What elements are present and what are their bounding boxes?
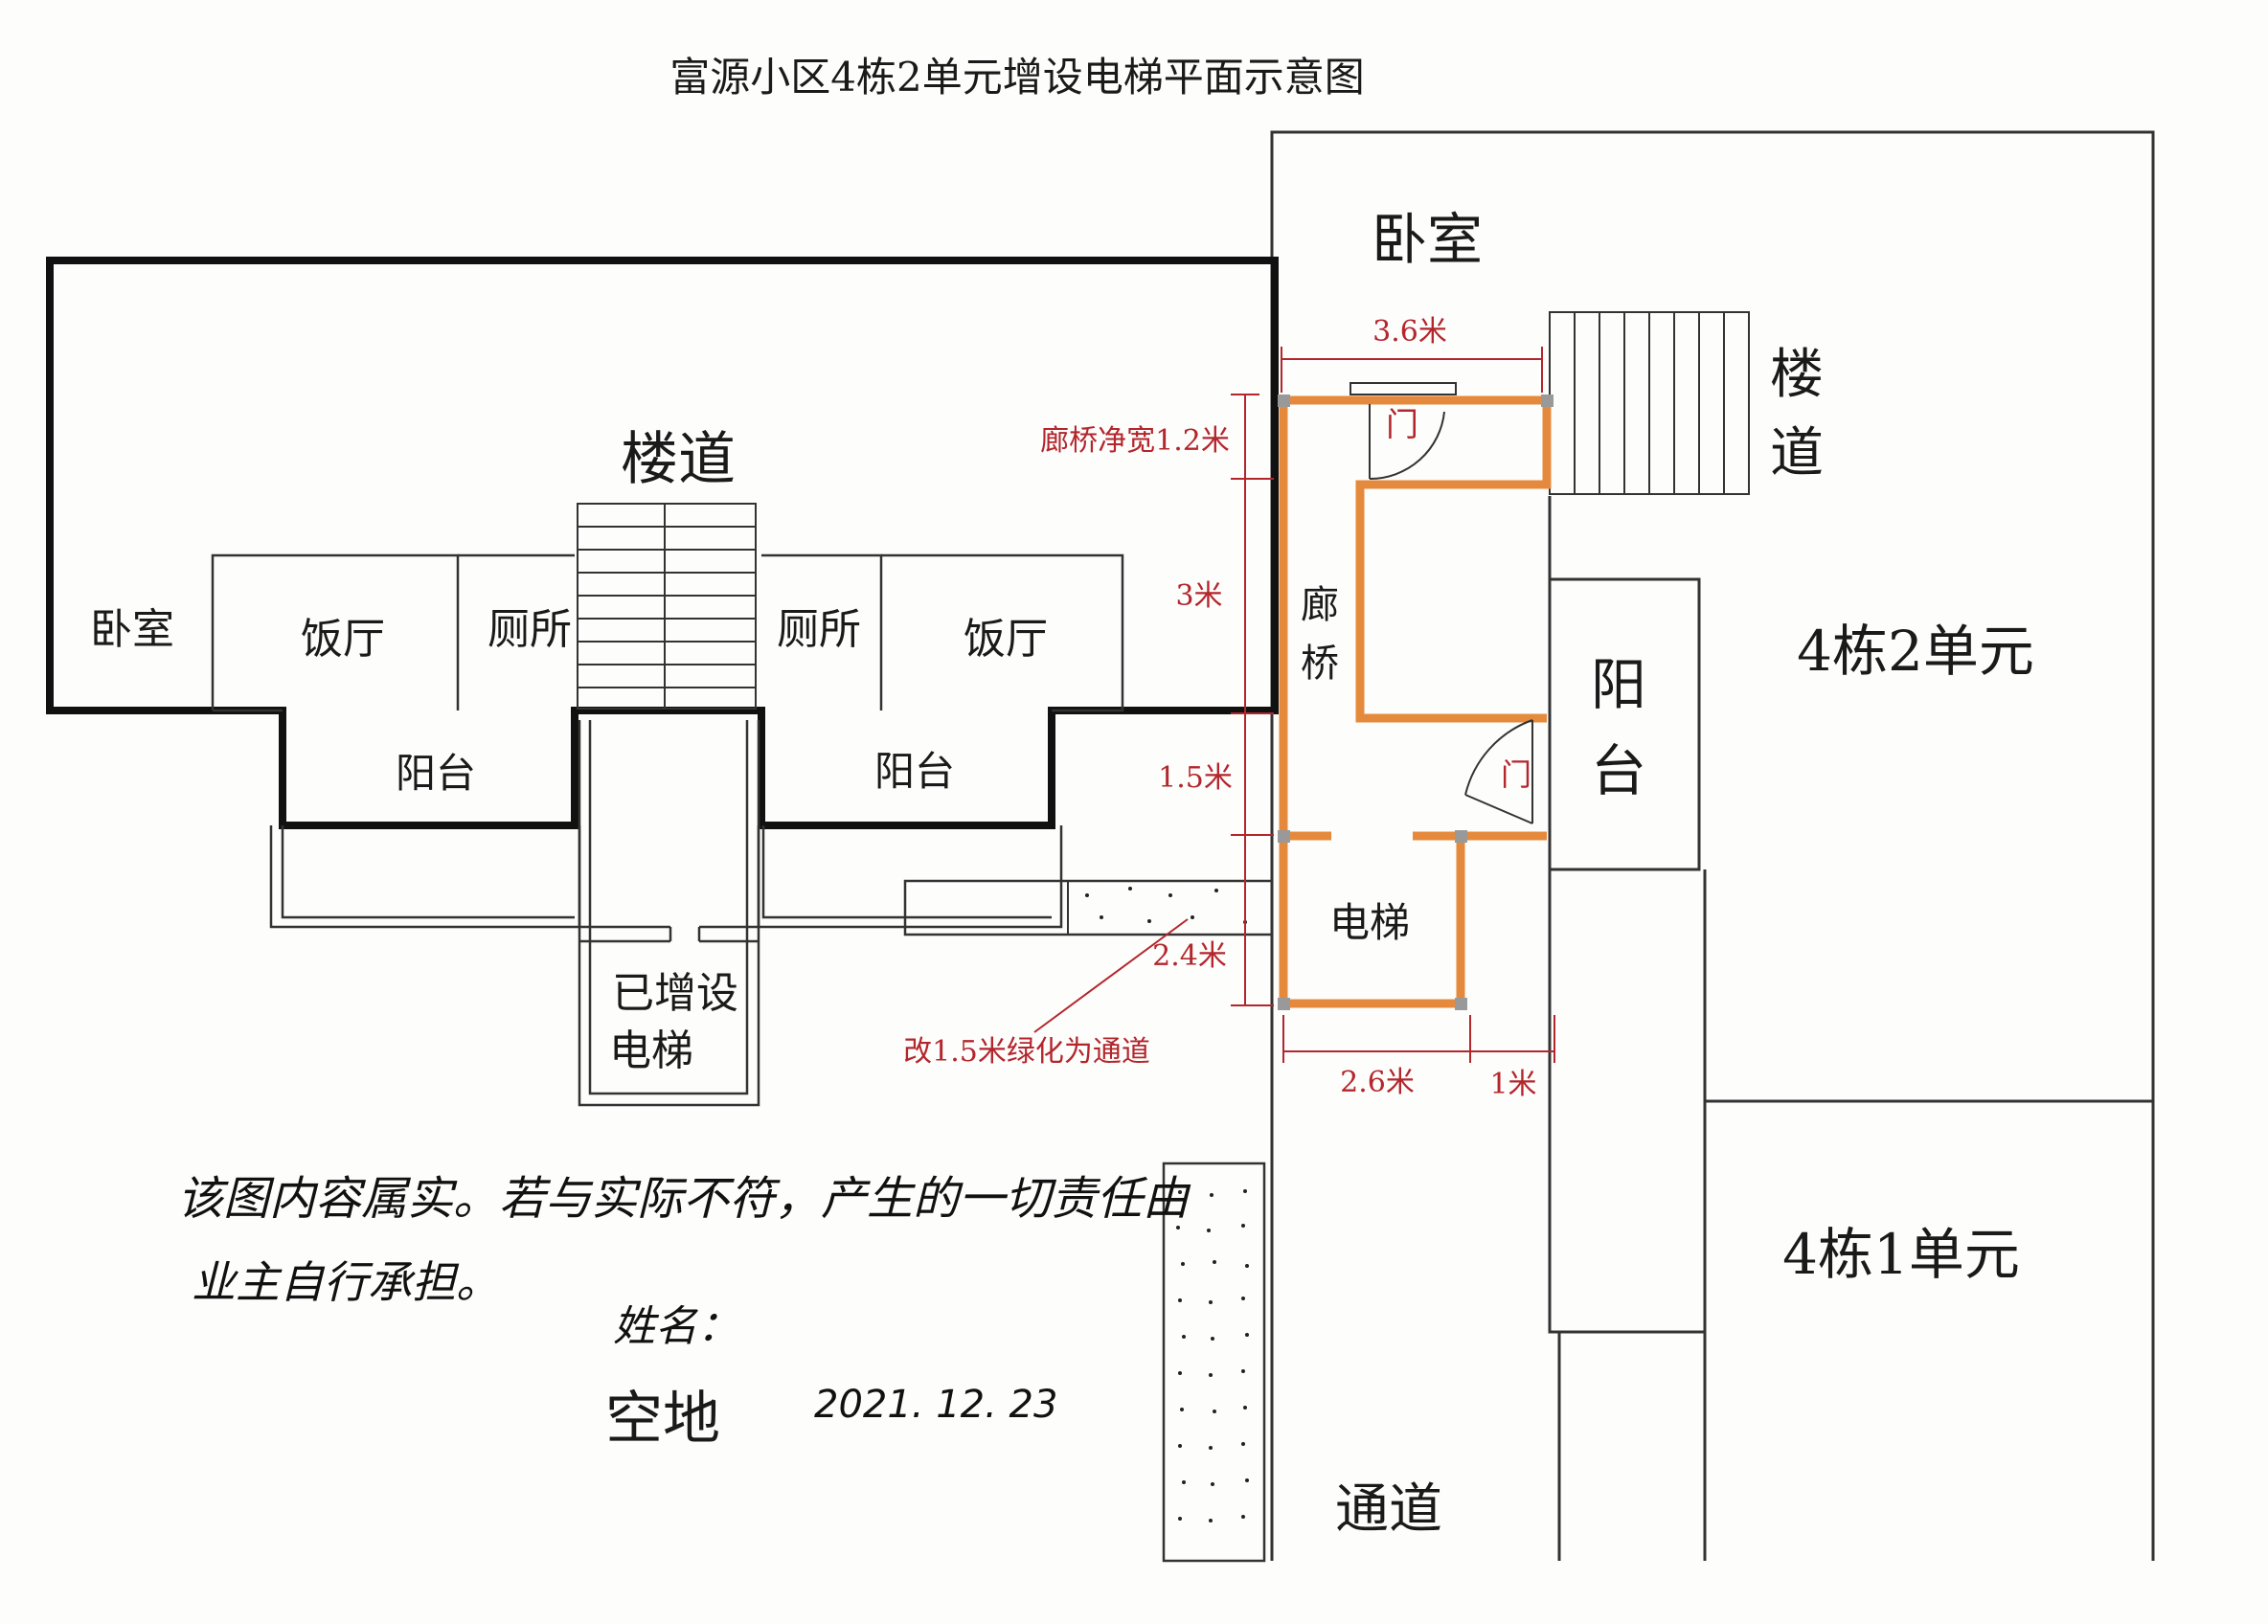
balcony-left-label: 阳台 [396, 750, 476, 797]
right-balcony-label-1: 阳 [1591, 652, 1646, 717]
toilet-right-label: 厕所 [777, 605, 861, 654]
structure-columns [1278, 395, 1554, 1010]
new-structure-walls [1279, 395, 1552, 1008]
left-stairwell-label: 楼道 [621, 426, 736, 493]
right-balcony-label-2: 台 [1591, 738, 1646, 803]
door-top [1349, 382, 1457, 481]
passage-label: 通道 [1335, 1478, 1442, 1541]
plan-title: 富源小区4栋2单元增设电梯平面示意图 [669, 54, 1364, 101]
new-elevator-label: 电梯 [1329, 899, 1410, 946]
left-building-outer-wall [46, 257, 1279, 829]
corridor-label-1: 廊 [1301, 583, 1339, 627]
dim-length-2-4m: 2.4米 [1152, 939, 1227, 973]
toilet-left-label: 厕所 [488, 605, 572, 654]
dining-right-label: 饭厅 [964, 615, 1048, 664]
right-stairwell-label-2: 道 [1770, 422, 1824, 485]
handwritten-statement-line2: 业主自行承担。 [192, 1256, 500, 1308]
corridor-label-2: 桥 [1301, 642, 1339, 686]
left-rooms [211, 553, 1124, 712]
right-balcony [1548, 577, 1701, 871]
left-bedroom-label: 卧室 [90, 605, 174, 654]
right-stairwell-label-1: 楼 [1770, 344, 1824, 406]
door-side [1464, 719, 1533, 824]
open-space-label: 空地 [605, 1386, 720, 1453]
dim-bridge-width: 廊桥净宽1.2米 [1040, 424, 1230, 458]
balcony-right-label: 阳台 [874, 748, 955, 795]
dining-left-label: 饭厅 [301, 615, 385, 664]
existing-elevator-label-1: 已增设 [612, 969, 738, 1018]
handwritten-name-label: 姓名： [613, 1302, 739, 1351]
right-building-outline [1270, 130, 2155, 1561]
greenway-note: 改1.5米绿化为通道 [903, 1035, 1150, 1069]
handwritten-statement-line1: 该图内容属实。若与实际不符，产生的一切责任由 [177, 1172, 1191, 1226]
left-stairs [577, 503, 757, 710]
dim-width-2-6m: 2.6米 [1340, 1066, 1415, 1099]
right-bedroom-label: 卧室 [1372, 207, 1483, 272]
existing-elevator-label-2: 电梯 [609, 1026, 693, 1075]
left-lower-outline [269, 720, 1063, 1107]
handwritten-date: 2021. 12. 23 [814, 1383, 1057, 1427]
unit1-label: 4栋1单元 [1782, 1222, 2020, 1287]
dimension-lines [1033, 347, 1555, 1063]
dim-length-1-5m: 1.5米 [1158, 761, 1233, 795]
dim-width-1m: 1米 [1489, 1068, 1536, 1101]
door-top-label: 门 [1386, 406, 1418, 444]
passage-strip [1162, 1162, 1266, 1563]
dim-width-top: 3.6米 [1372, 315, 1447, 349]
dim-length-3m: 3米 [1175, 579, 1222, 613]
door-side-label: 门 [1501, 756, 1531, 793]
right-stairs [1549, 311, 1750, 495]
unit2-label: 4栋2单元 [1797, 619, 2034, 684]
greenway-strip [903, 879, 1274, 936]
